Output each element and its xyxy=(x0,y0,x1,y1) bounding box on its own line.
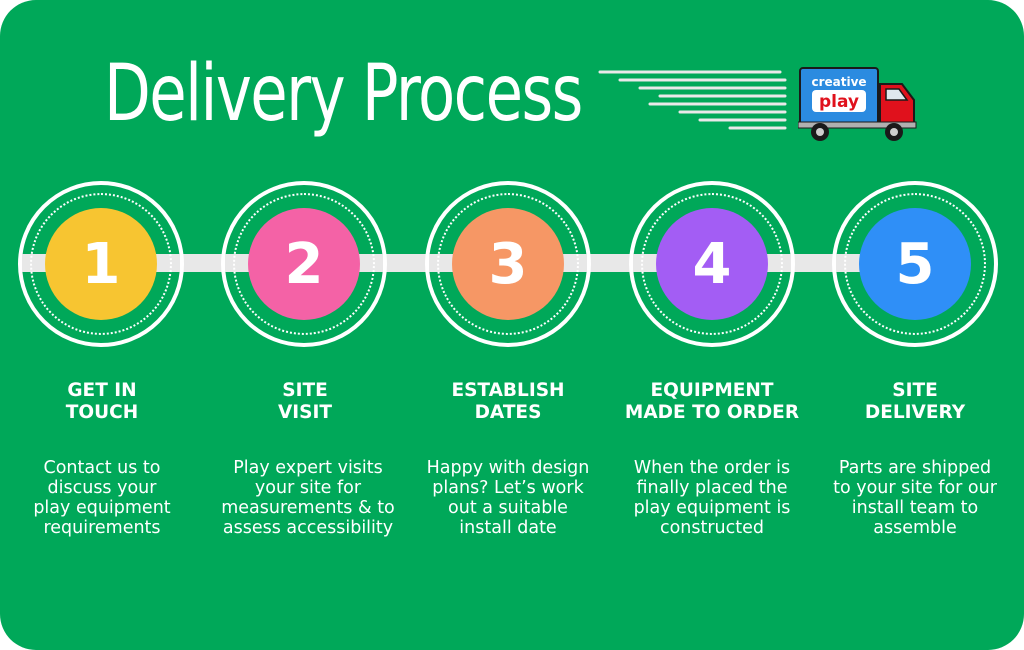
page-title: Delivery Process xyxy=(104,49,583,139)
speed-lines-decoration xyxy=(598,70,787,130)
step-1-marker: 1 xyxy=(18,181,184,347)
step-4-marker: 4 xyxy=(629,181,795,347)
step-5-description: Parts are shipped to your site for our i… xyxy=(833,458,997,538)
step-dotted-ring xyxy=(233,193,375,335)
delivery-truck-logo: creative play xyxy=(798,67,917,141)
step-1-number: 1 xyxy=(45,208,157,320)
step-dotted-ring xyxy=(30,193,172,335)
step-3-number: 3 xyxy=(452,208,564,320)
step-5-number: 5 xyxy=(859,208,971,320)
step-2-number: 2 xyxy=(248,208,360,320)
step-2-heading: SITE VISIT xyxy=(277,380,333,423)
step-2-marker: 2 xyxy=(221,181,387,347)
step-5-heading: SITE DELIVERY xyxy=(864,380,966,423)
step-3-description: Happy with design plans? Let’s work out … xyxy=(426,458,590,538)
step-5-marker: 5 xyxy=(832,181,998,347)
step-3-marker: 3 xyxy=(425,181,591,347)
step-1-heading: GET IN TOUCH xyxy=(65,380,139,423)
step-dotted-ring xyxy=(844,193,986,335)
step-dotted-ring xyxy=(641,193,783,335)
logo-text-play: play xyxy=(819,92,859,112)
step-4-heading: EQUIPMENT MADE TO ORDER xyxy=(624,380,800,423)
step-1-description: Contact us to discuss your play equipmen… xyxy=(33,458,171,538)
step-2-description: Play expert visits your site for measure… xyxy=(221,458,395,538)
step-3-heading: ESTABLISH DATES xyxy=(451,380,565,423)
step-dotted-ring xyxy=(437,193,579,335)
step-4-description: When the order is finally placed the pla… xyxy=(633,458,791,538)
step-4-number: 4 xyxy=(656,208,768,320)
logo-text-creative: creative xyxy=(811,75,866,89)
